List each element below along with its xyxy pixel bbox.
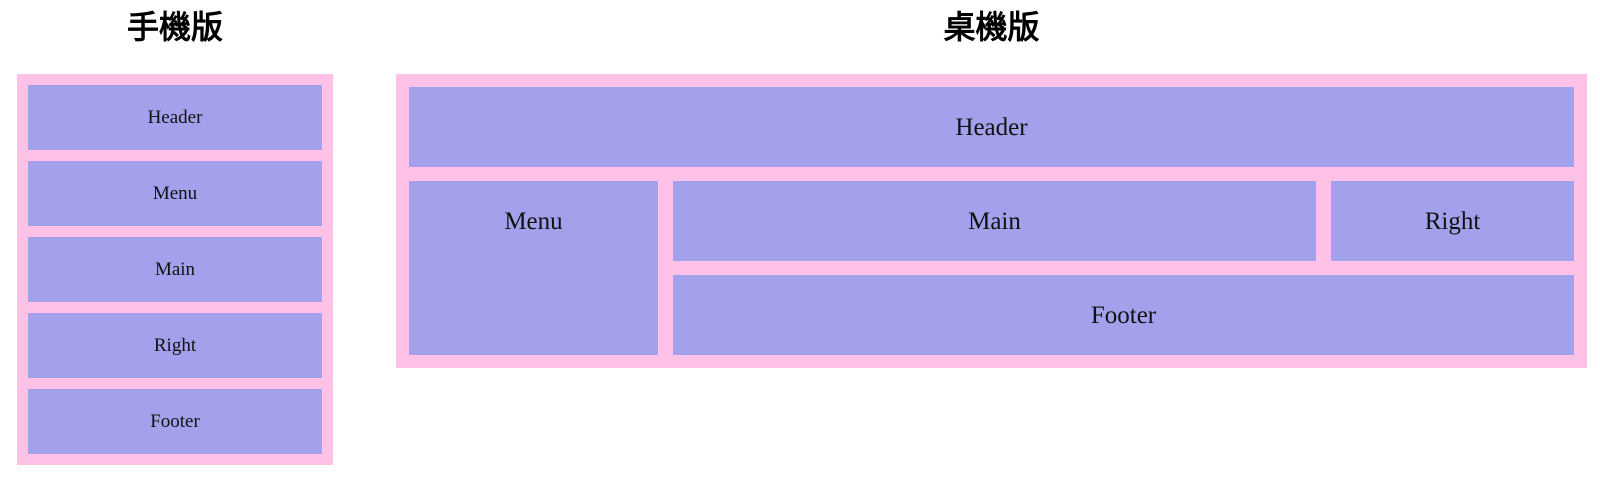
desktop-footer-box: Footer <box>673 275 1574 355</box>
desktop-right-box: Right <box>1331 181 1574 261</box>
desktop-header-box: Header <box>409 87 1574 167</box>
mobile-layout-frame: Header Menu Main Right Footer <box>17 74 333 465</box>
mobile-main-box: Main <box>28 237 322 302</box>
mobile-header-box: Header <box>28 85 322 150</box>
mobile-version-title: 手機版 <box>126 9 223 45</box>
mobile-version-section: 手機版 Header Menu Main Right Footer <box>17 8 333 465</box>
mobile-right-box: Right <box>28 313 322 378</box>
desktop-version-title: 桌機版 <box>943 9 1040 45</box>
mobile-menu-box: Menu <box>28 161 322 226</box>
desktop-version-section: 桌機版 Header Menu Main Right Footer <box>396 8 1587 368</box>
desktop-layout-frame: Header Menu Main Right Footer <box>396 74 1587 368</box>
desktop-main-box: Main <box>673 181 1316 261</box>
desktop-menu-box: Menu <box>409 181 658 355</box>
mobile-footer-box: Footer <box>28 389 322 454</box>
